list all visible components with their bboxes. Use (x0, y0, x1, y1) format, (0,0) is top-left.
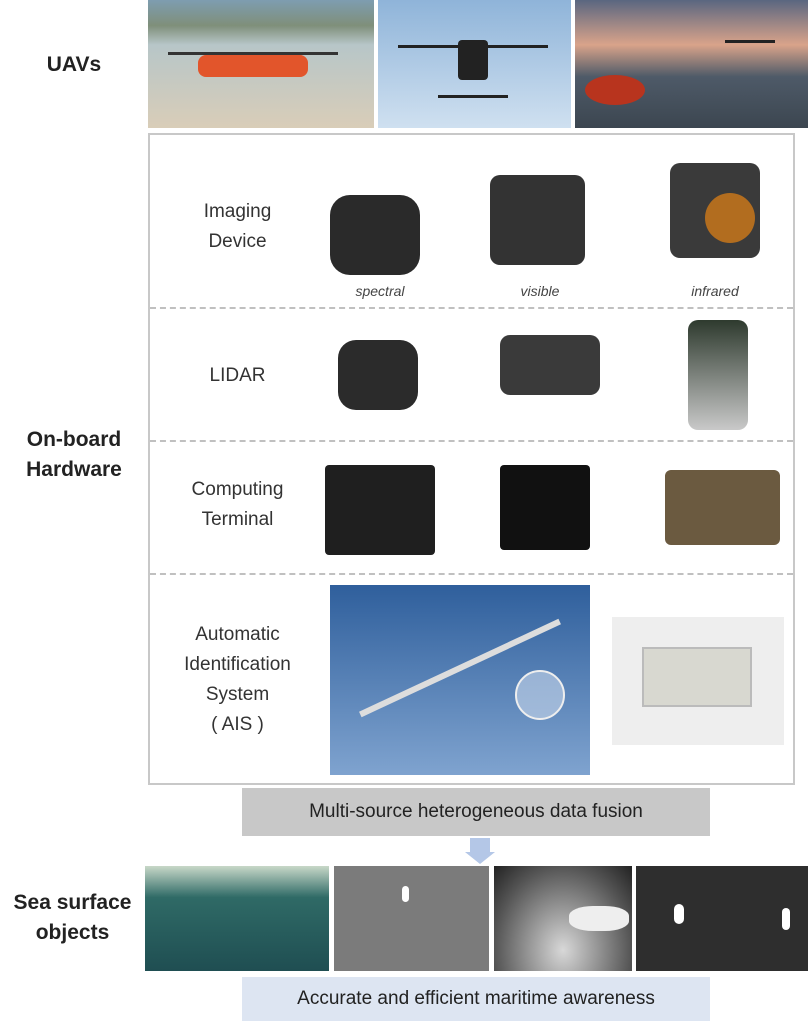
divider (150, 440, 793, 442)
ais-line4: ( AIS ) (211, 714, 264, 735)
ais-line1: Automatic (195, 624, 280, 645)
computing-device-3 (665, 470, 780, 545)
computing-device-2 (500, 465, 590, 550)
divider (150, 573, 793, 575)
divider (150, 307, 793, 309)
down-arrow-icon (470, 838, 490, 852)
lidar-device-2 (500, 335, 600, 395)
uav-photo-sky (378, 0, 571, 128)
sea-line2: objects (35, 921, 110, 944)
lidar-device-1 (338, 340, 418, 410)
ais-line2: Identification (184, 654, 291, 675)
sea-infrared-image (494, 866, 632, 971)
lidar-label: LIDAR (209, 365, 266, 386)
caption-infrared: infrared (691, 283, 739, 299)
computing-line2: Terminal (201, 509, 274, 530)
sea-mask-image (334, 866, 489, 971)
result-bar: Accurate and efficient maritime awarenes… (242, 977, 710, 1021)
onboard-line1: On-board (26, 428, 122, 451)
sea-rgb-image (145, 866, 329, 971)
computing-device-1 (325, 465, 435, 555)
fusion-bar: Multi-source heterogeneous data fusion (242, 788, 710, 836)
onboard-line2: Hardware (26, 458, 122, 481)
uavs-label: UAVs (46, 53, 102, 76)
visible-camera (490, 175, 585, 265)
spectral-camera (330, 195, 420, 275)
ais-transponder-photo (612, 617, 784, 745)
imaging-line1: Imaging (203, 201, 272, 222)
ais-drone-photo (330, 585, 590, 775)
down-arrow-head (465, 852, 495, 864)
caption-visible: visible (520, 283, 560, 299)
computing-line1: Computing (191, 479, 284, 500)
lidar-device-3 (688, 320, 748, 430)
caption-spectral: spectral (355, 283, 405, 299)
sea-surface-objects-label: Sea surface objects (0, 888, 145, 948)
uav-photo-beach (148, 0, 374, 128)
uav-photo-sunset (575, 0, 808, 128)
sea-detection-image (636, 866, 808, 971)
sea-line1: Sea surface (13, 891, 132, 914)
ais-line3: System (205, 684, 270, 705)
imaging-line2: Device (208, 231, 267, 252)
infrared-camera (670, 163, 760, 258)
